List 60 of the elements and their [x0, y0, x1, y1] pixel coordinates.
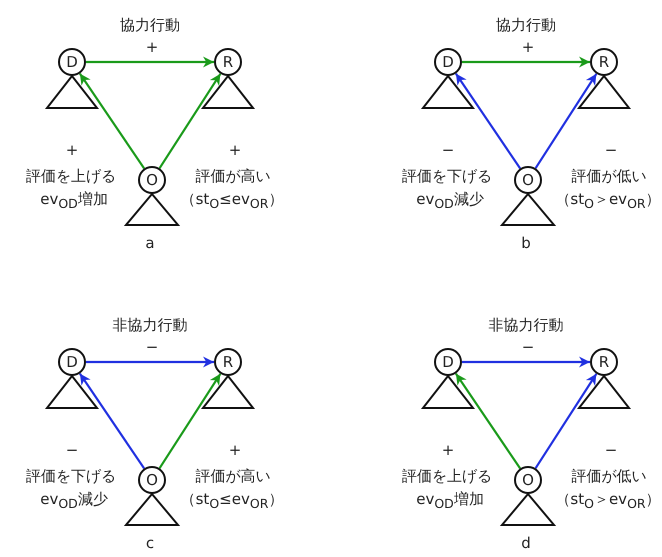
sign-label: + [228, 142, 242, 158]
sign-label: − [66, 442, 78, 458]
circle-node: O [514, 466, 542, 494]
arrow [86, 356, 214, 368]
circle-node: O [514, 166, 542, 194]
note-text: ev$_{OD}$増加 [416, 491, 484, 511]
action-label: 協力行動 [120, 16, 180, 34]
sign-label: + [66, 142, 78, 158]
arrow [534, 373, 598, 469]
sign-label: − [522, 338, 534, 356]
note-text: 評価が高い [196, 168, 270, 184]
sign-label: + [228, 442, 242, 458]
note-text: ev$_{OD}$減少 [40, 491, 108, 511]
panel-letter: b [521, 234, 531, 252]
note-text: 評価を下げる [402, 168, 492, 184]
circle-node: D [434, 48, 462, 76]
panel-letter: c [146, 534, 154, 552]
arrow [454, 72, 522, 170]
circle-node: D [434, 348, 462, 376]
note-text: 評価を下げる [26, 468, 116, 484]
arrow [462, 56, 590, 68]
arrow [534, 73, 598, 169]
note-text: 評価が高い [196, 468, 270, 484]
circle-node: R [590, 48, 618, 76]
arrow [86, 56, 214, 68]
sign-label: − [604, 142, 618, 158]
note-text: （st$_{O}$＞ev$_{OR}$） [555, 191, 661, 211]
note-text: 評価が低い [572, 168, 646, 184]
sign-label: + [442, 442, 454, 458]
sign-label: − [442, 142, 454, 158]
panel-letter: a [145, 234, 155, 252]
note-text: ev$_{OD}$減少 [416, 191, 484, 211]
note-text: （st$_{O}$＞ev$_{OR}$） [555, 491, 661, 511]
panel-letter: d [521, 534, 531, 552]
arrow [158, 73, 222, 169]
note-text: ev$_{OD}$増加 [40, 191, 108, 211]
arrow [454, 372, 522, 470]
note-text: 評価を上げる [26, 168, 116, 184]
arrow [78, 72, 146, 170]
circle-node: R [590, 348, 618, 376]
action-label: 非協力行動 [488, 316, 564, 334]
circle-node: R [214, 48, 242, 76]
sign-label: + [146, 38, 158, 56]
arrow [158, 373, 222, 469]
sign-label: − [604, 442, 618, 458]
note-text: 評価を上げる [402, 468, 492, 484]
sign-label: + [522, 38, 534, 56]
note-text: （st$_{O}$≤ev$_{OR}$） [180, 491, 284, 511]
note-text: （st$_{O}$≤ev$_{OR}$） [180, 191, 284, 211]
circle-node: O [138, 466, 166, 494]
arrow [462, 356, 590, 368]
action-label: 非協力行動 [112, 316, 188, 334]
circle-node: D [58, 48, 86, 76]
action-label: 協力行動 [496, 16, 556, 34]
sign-label: − [146, 338, 158, 356]
circle-node: O [138, 166, 166, 194]
note-text: 評価が低い [572, 468, 646, 484]
circle-node: D [58, 348, 86, 376]
circle-node: R [214, 348, 242, 376]
arrow [78, 372, 146, 470]
